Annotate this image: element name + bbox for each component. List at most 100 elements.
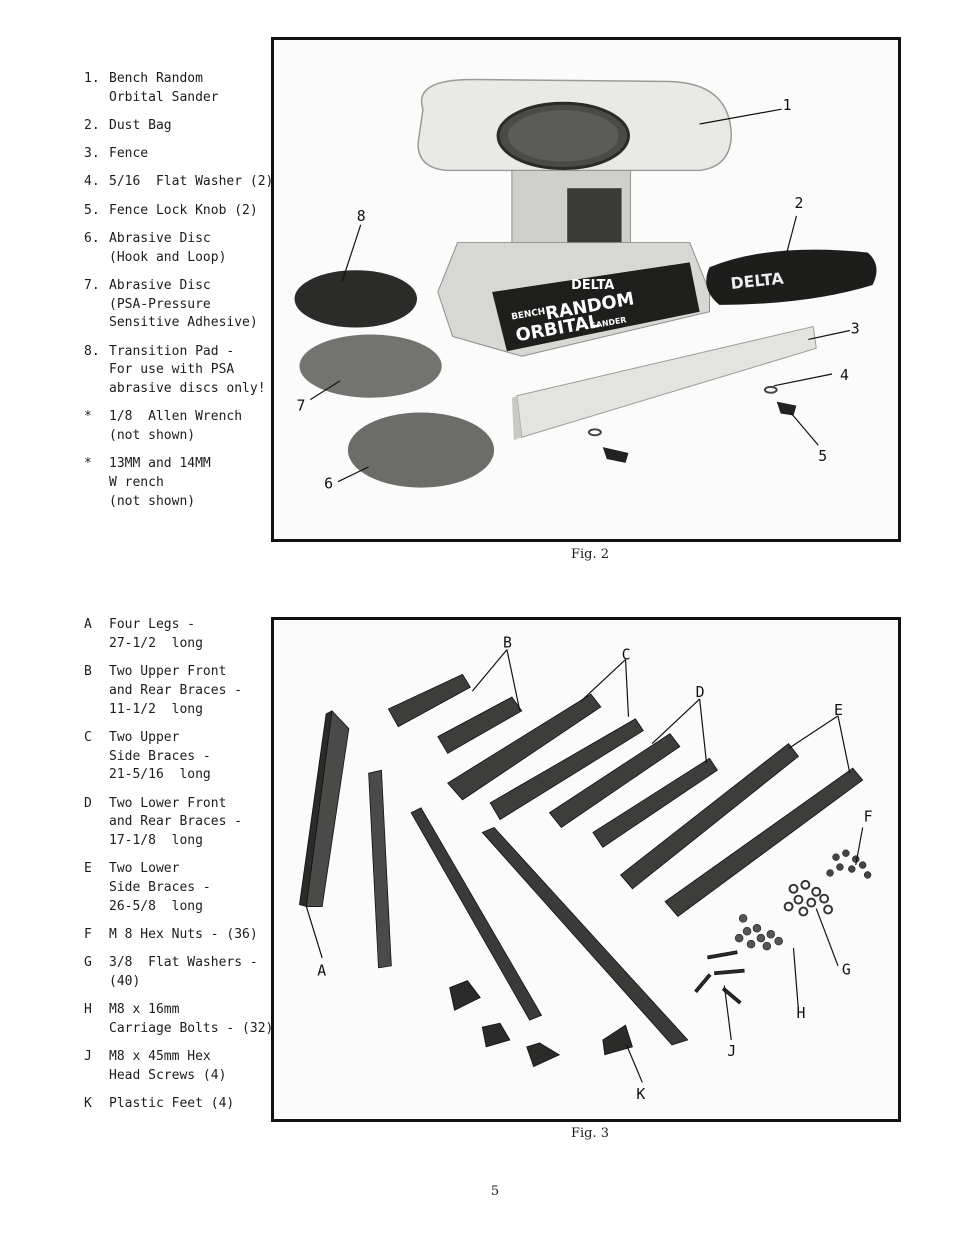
part-key: K — [84, 1096, 92, 1112]
upper-side-brace — [489, 718, 644, 821]
fig2-caption: Fig. 2 — [570, 547, 610, 562]
lower-front-rear-brace — [548, 733, 681, 829]
part-description: 3/8 Flat Washers - — [109, 955, 258, 971]
part-key: * — [84, 456, 92, 472]
leg — [481, 827, 689, 1046]
part-description: Fence Lock Knob (2) — [109, 202, 258, 218]
leg — [305, 710, 350, 907]
part-key: 6. — [84, 230, 100, 246]
part-description: and Rear Braces - — [109, 814, 243, 830]
part-description: Two Upper Front — [109, 663, 227, 679]
part-key: F — [84, 927, 92, 943]
part-description: 17-1/8 long — [109, 833, 203, 849]
dust-bag — [706, 249, 877, 305]
part-item: 4. 5/16 Flat Washer (2) — [84, 173, 274, 192]
part-key: 5. — [84, 202, 100, 218]
part-item: F M 8 Hex Nuts - (36) — [84, 926, 264, 945]
part-description: Fence — [109, 146, 149, 162]
transition-pad — [294, 270, 418, 328]
fig3-callouts: A B C D E F G H J K — [317, 635, 872, 1104]
part-key: G — [84, 955, 92, 971]
part-description: M8 x 45mm Hex — [109, 1049, 211, 1065]
part-item: 6. Abrasive Disc (Hook and Loop) — [84, 230, 264, 268]
part-description: 11-1/2 long — [109, 701, 203, 717]
part-description: M 8 Hex Nuts - (36) — [109, 927, 258, 943]
part-item: B Two Upper Front and Rear Braces - 11-1/2 … — [84, 663, 264, 719]
part-description: 27-1/2 long — [109, 635, 203, 651]
part-description: (PSA-Pressure — [109, 296, 211, 312]
fig2-photo: DELTA BENCH RANDOM ORBITAL SANDER DELTA — [271, 37, 901, 542]
plastic-foot — [481, 1022, 511, 1048]
hex-nuts-pile — [826, 849, 872, 879]
plastic-foot — [602, 1024, 633, 1056]
fence-lock-knob — [776, 401, 797, 416]
callout-A: A — [317, 963, 326, 980]
part-item: 3.Fence — [84, 145, 264, 164]
part-description: (not shown) — [109, 493, 196, 509]
hex-head-screw — [721, 987, 742, 1005]
fig2-illustration: DELTA BENCH RANDOM ORBITAL SANDER DELTA — [294, 78, 877, 493]
part-key: 8. — [84, 343, 100, 359]
part-description: Orbital Sander — [109, 89, 219, 105]
part-key: 4. — [84, 174, 100, 190]
upper-front-rear-brace — [387, 673, 471, 728]
part-key: B — [84, 663, 92, 679]
leg — [410, 807, 543, 1021]
fence-lock-knob — [602, 447, 629, 463]
part-item: 5. Fence Lock Knob (2) — [84, 202, 264, 221]
upper-side-brace — [447, 693, 602, 801]
part-description: (not shown) — [109, 428, 196, 444]
upper-front-rear-brace — [437, 696, 523, 754]
callout-E: E — [834, 702, 843, 719]
callout-G: G — [842, 962, 851, 979]
part-description: Sensitive Adhesive) — [109, 315, 258, 331]
lower-front-rear-brace — [592, 757, 718, 848]
callout-H: H — [796, 1005, 805, 1022]
part-description: Plastic Feet (4) — [109, 1096, 235, 1112]
part-description: 13MM and 14MM — [109, 456, 211, 472]
part-item: *1/8 Allen Wrench(not shown) — [84, 408, 264, 446]
part-key: A — [84, 617, 92, 632]
part-key: * — [84, 409, 92, 425]
part-description: Side Braces - — [109, 748, 211, 764]
part-key: 2. — [84, 117, 100, 133]
part-description: (Hook and Loop) — [109, 249, 227, 265]
flat-washers-pile — [783, 879, 834, 917]
callout-D: D — [696, 684, 705, 701]
lower-side-brace — [664, 767, 864, 917]
fig3-photo: A B C D E F G H J K — [271, 617, 901, 1122]
part-description: (40) — [109, 974, 141, 990]
abrasive-disc-hook-loop — [347, 412, 495, 488]
part-description: 21-5/16 long — [109, 767, 211, 783]
hex-head-screw — [694, 973, 712, 994]
part-description: Two Lower — [109, 861, 180, 877]
part-description: 5/16 Flat Washer (2) — [109, 174, 274, 190]
part-description: Dust Bag — [109, 117, 172, 133]
flat-washer — [763, 385, 778, 394]
abrasive-disc-psa — [299, 334, 442, 398]
part-item: 2. Dust Bag — [84, 117, 264, 136]
page-number: 5 — [490, 1184, 500, 1199]
plastic-foot — [449, 980, 481, 1011]
part-key: D — [84, 795, 92, 811]
part-description: Transition Pad - — [109, 343, 235, 359]
part-description: Abrasive Disc — [109, 230, 211, 246]
part-description: Carriage Bolts - (32) — [109, 1021, 274, 1037]
part-item: A Four Legs - 27-1/2 long — [84, 616, 264, 654]
part-description: Four Legs - — [109, 617, 196, 632]
part-description: and Rear Braces - — [109, 682, 243, 698]
part-description: For use with PSA — [109, 362, 235, 378]
part-description: 26-5/8 long — [109, 898, 203, 914]
part-description: Head Screws (4) — [109, 1068, 227, 1084]
part-key: C — [84, 729, 92, 745]
hex-head-screw — [714, 968, 745, 976]
